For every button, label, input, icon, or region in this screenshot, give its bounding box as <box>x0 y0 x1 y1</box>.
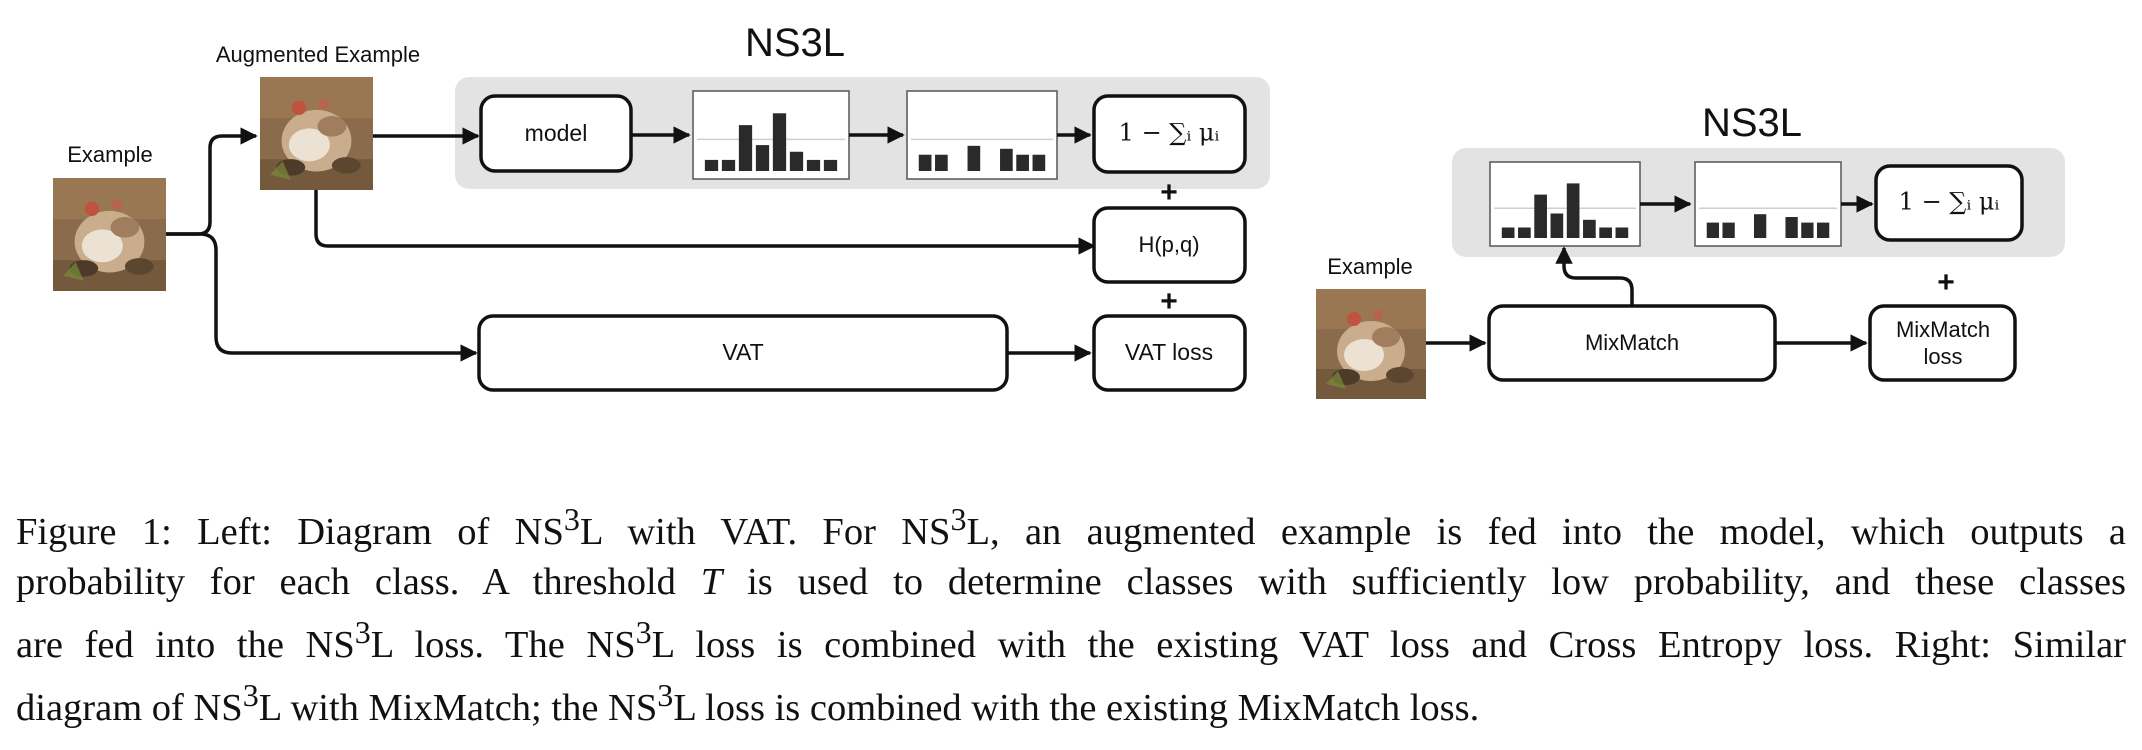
hist-right-prob-frame <box>1489 161 1641 247</box>
augmented-example-label: Augmented Example <box>216 42 420 67</box>
ns3l-title-left: NS3L <box>745 21 845 65</box>
arrow-augmented-to-ce <box>314 190 1096 255</box>
ns3l-title-right: NS3L <box>1702 101 1802 145</box>
ns3l-loss-box-left <box>1092 94 1247 174</box>
hist-left-lowprob-bar-5 <box>1000 148 1013 171</box>
figure-caption: Figure 1: Left: Diagram of NS3L with VAT… <box>16 494 2126 732</box>
hist-right-lowprob-bar-5 <box>1785 217 1798 238</box>
ns3l-loss-box-right <box>1874 164 2024 242</box>
hist-right-lowprob-bar-1 <box>1722 222 1735 238</box>
hist-left-prob-bar-0 <box>704 159 719 171</box>
hist-left-prob-bar-7 <box>823 159 838 171</box>
hist-left-prob-bar-1 <box>721 159 736 171</box>
mixmatch-loss-label-line1: MixMatch <box>1896 317 1990 342</box>
caption-line-2: probability for each class. A threshold … <box>16 560 2127 603</box>
caption-line-4: diagram of NS3L with MixMatch; the NS3L … <box>16 676 1480 729</box>
hist-right-lowprob-bar-6 <box>1801 222 1814 238</box>
hist-left-prob-bar-4 <box>772 113 787 171</box>
augmented-example-image <box>260 77 373 190</box>
vat-loss-label: VAT loss <box>1125 339 1213 365</box>
hist-right-lowprob-bar-3 <box>1753 214 1767 238</box>
example-image-left <box>53 178 166 291</box>
hist-right-prob-bar-2 <box>1534 194 1547 238</box>
plus-sign-1: + <box>1160 176 1178 209</box>
hist-right-prob-bar-3 <box>1550 213 1564 238</box>
hist-right-lowprob-frame <box>1694 161 1842 247</box>
hist-left-lowprob-bar-3 <box>967 145 981 171</box>
low-probability-histogram-left <box>906 90 1058 180</box>
mixmatch-loss-label-line2: loss <box>1923 344 1962 369</box>
cross-entropy-label: H(p,q) <box>1138 232 1199 257</box>
hist-left-prob-bar-6 <box>806 159 821 171</box>
hist-right-prob-bar-4 <box>1566 183 1580 238</box>
hist-left-lowprob-bar-1 <box>935 154 948 171</box>
probability-histogram-left <box>692 90 850 180</box>
example-image-right <box>1316 289 1426 399</box>
mixmatch-label: MixMatch <box>1585 330 1679 355</box>
hist-left-lowprob-bar-6 <box>1016 154 1029 171</box>
arrow-example-to-vat <box>166 232 478 362</box>
vat-label: VAT <box>722 339 763 365</box>
hist-right-lowprob-bar-7 <box>1816 222 1830 238</box>
hist-left-prob-bar-2 <box>738 125 753 171</box>
arrow-example-to-augmented <box>166 127 258 236</box>
hist-left-lowprob-frame <box>906 90 1058 180</box>
caption-line-1: Figure 1: Left: Diagram of NS3L with VAT… <box>16 501 2127 553</box>
ns3l-loss-math-right: 1 − ∑ᵢ μᵢ <box>1899 188 2000 216</box>
cross-entropy-box <box>1092 206 1247 284</box>
hist-right-prob-bar-5 <box>1583 219 1596 238</box>
hist-right-prob-bar-1 <box>1518 227 1531 238</box>
ns3l-panel-left <box>455 77 1270 189</box>
figure-diagram: NS3L Example Augmented Example model 1 −… <box>53 21 2065 399</box>
caption-line-3: are fed into the NS3L loss. The NS3L los… <box>16 613 2126 666</box>
hist-left-prob-bar-5 <box>789 151 804 171</box>
hist-right-lowprob-bar-0 <box>1706 222 1720 238</box>
plus-sign-2: + <box>1160 285 1178 318</box>
vat-loss-box <box>1092 314 1247 392</box>
hist-left-lowprob-bar-0 <box>918 154 932 171</box>
arrow-mixmatch-to-hist <box>1555 246 1634 306</box>
hist-left-prob-bar-3 <box>755 145 770 171</box>
plus-sign-right: + <box>1937 266 1955 299</box>
hist-right-prob-bar-0 <box>1501 227 1515 238</box>
example-label-left: Example <box>67 142 153 167</box>
ns3l-loss-math-left: 1 − ∑ᵢ μᵢ <box>1119 119 1220 147</box>
low-probability-histogram-right <box>1694 161 1842 247</box>
model-label: model <box>525 120 588 146</box>
hist-right-prob-bar-7 <box>1615 227 1629 238</box>
hist-left-lowprob-bar-7 <box>1032 154 1046 171</box>
probability-histogram-right <box>1489 161 1641 247</box>
mixmatch-loss-box <box>1868 304 2017 382</box>
example-label-right: Example <box>1327 254 1413 279</box>
hist-right-prob-bar-6 <box>1599 227 1612 238</box>
